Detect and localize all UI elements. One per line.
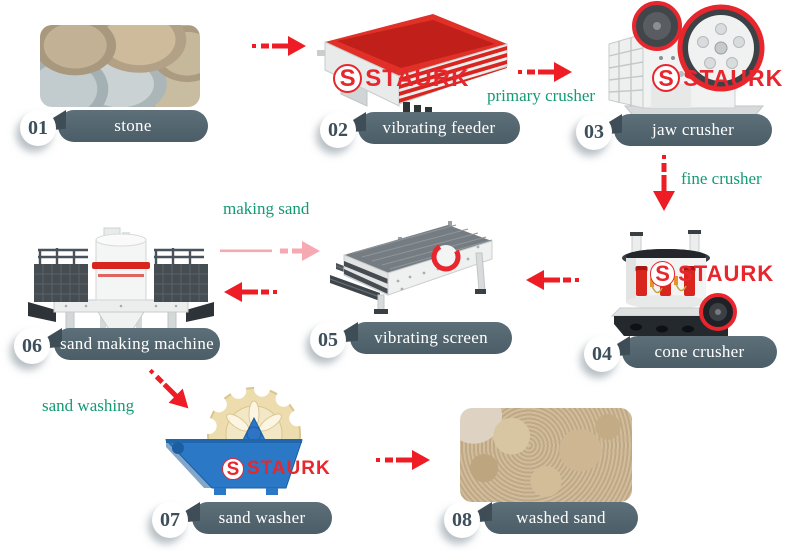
sand-making-machine-illustration: [26, 224, 216, 339]
stage-number: 04: [584, 336, 620, 372]
stage-label: sand making machine: [60, 334, 214, 353]
arrow-left-icon: [524, 268, 580, 292]
arrow-down-icon: [651, 155, 677, 215]
stone-photo: [40, 25, 200, 107]
arrow-down-right-icon: [142, 362, 199, 419]
stage-label: vibrating feeder: [382, 118, 496, 137]
stage-label-badge: vibrating screen: [322, 322, 512, 354]
stage-label-badge: cone crusher: [594, 336, 777, 368]
stage-number: 07: [152, 502, 188, 538]
stage-number: 01: [20, 110, 56, 146]
stage-label-badge: vibrating feeder: [330, 112, 520, 144]
washed-sand-photo: [460, 408, 632, 502]
jaw-crusher-illustration: [593, 0, 793, 122]
arrow-right-icon: [518, 60, 574, 84]
stage-label-badge: jaw crusher: [586, 114, 772, 146]
stage-number: 06: [14, 328, 50, 364]
stage-label: vibrating screen: [374, 328, 488, 347]
staurk-logo: S STAURK: [333, 64, 469, 94]
stage-label: sand washer: [218, 508, 306, 527]
stage-label: washed sand: [516, 508, 606, 527]
stage-label-badge: stone: [30, 110, 208, 142]
stage-label: stone: [114, 116, 152, 135]
stage-number: 05: [310, 322, 346, 358]
staurk-logo: S STAURK: [222, 458, 331, 480]
annotation-making-sand: making sand: [223, 199, 310, 218]
stage-number: 03: [576, 114, 612, 150]
arrow-right-icon: [252, 34, 308, 58]
vibrating-feeder-illustration: [315, 10, 515, 114]
stage-number: 08: [444, 502, 480, 538]
annotation-sand-washing: sand washing: [42, 396, 135, 415]
arrow-right-pink-icon: [220, 238, 322, 264]
arrow-right-icon: [376, 448, 432, 472]
stage-label-badge: sand washer: [164, 502, 332, 534]
stage-label-badge: washed sand: [456, 502, 638, 534]
stage-label: cone crusher: [654, 342, 745, 361]
sand-washer-illustration: [162, 384, 312, 516]
annotation-primary-crusher: primary crusher: [487, 86, 596, 105]
stage-number: 02: [320, 112, 356, 148]
stage-label: jaw crusher: [651, 120, 735, 139]
vibrating-screen-illustration: [328, 219, 496, 323]
arrow-left-icon: [222, 280, 278, 304]
stage-label-badge: sand making machine: [26, 328, 220, 360]
staurk-logo: S STAURK: [652, 64, 783, 93]
staurk-logo-s-icon: S: [222, 458, 244, 480]
cone-crusher-illustration: [602, 228, 742, 340]
staurk-logo-s-icon: S: [652, 64, 681, 93]
staurk-logo-s-icon: S: [650, 261, 676, 287]
staurk-logo-s-icon: S: [333, 64, 363, 94]
annotation-fine-crusher: fine crusher: [681, 169, 762, 188]
staurk-logo: S STAURK: [650, 261, 774, 287]
